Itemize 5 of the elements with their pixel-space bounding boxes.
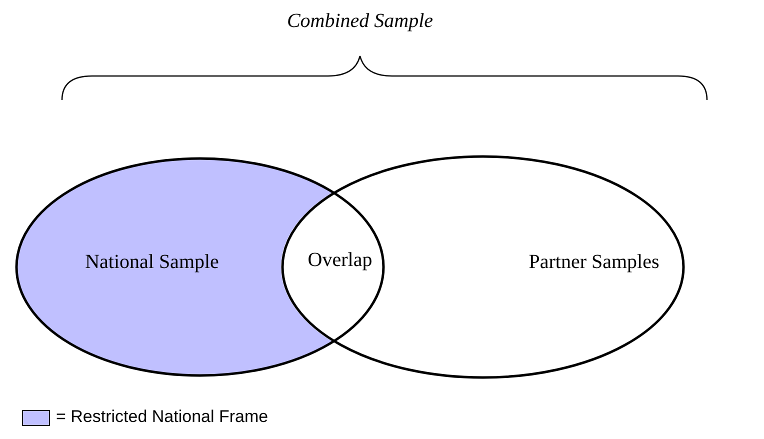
legend-label: = Restricted National Frame [56,407,268,427]
set-label: National Sample [85,251,219,274]
brace-label: Combined Sample [286,10,434,33]
set-label: Overlap [308,249,372,272]
set-label: Partner Samples [528,251,660,274]
